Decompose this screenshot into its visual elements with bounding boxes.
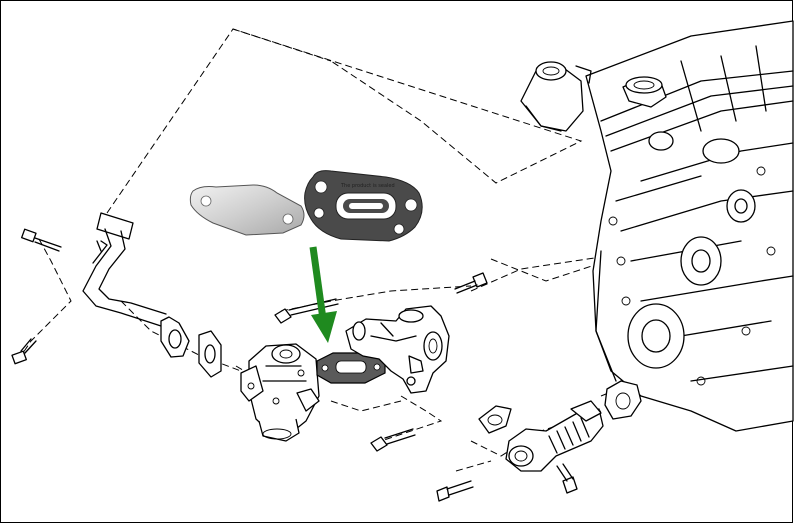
egr-valve: [240, 343, 320, 442]
engine-flange-gasket: [604, 380, 642, 420]
long-bolt-upper: [274, 298, 339, 324]
bolt-bottom-right: [556, 463, 578, 494]
corrugated-cooler-pipe: [505, 400, 604, 472]
gasket-stamp-text: The product is sealed: [340, 183, 395, 189]
bolt-left-bottom: [11, 338, 37, 365]
upper-outlet-housing: [520, 61, 592, 132]
green-arrow: [309, 246, 337, 343]
egr-pipe: [82, 212, 190, 358]
engine-block: [585, 20, 794, 432]
egr-manifold-flange: [345, 305, 450, 394]
oil-filler-cap: [622, 76, 667, 108]
target-gasket: [316, 352, 386, 384]
ring-gasket: [478, 405, 512, 434]
pipe-gasket: [198, 330, 222, 378]
stud-upper-right: [454, 272, 488, 294]
replacement-gasket: The product is sealed: [304, 170, 423, 242]
long-bolt-lower: [370, 428, 416, 452]
bolt-bottom-left: [436, 480, 474, 502]
bolt-left-top: [21, 228, 62, 252]
blanking-plate: [189, 184, 305, 236]
